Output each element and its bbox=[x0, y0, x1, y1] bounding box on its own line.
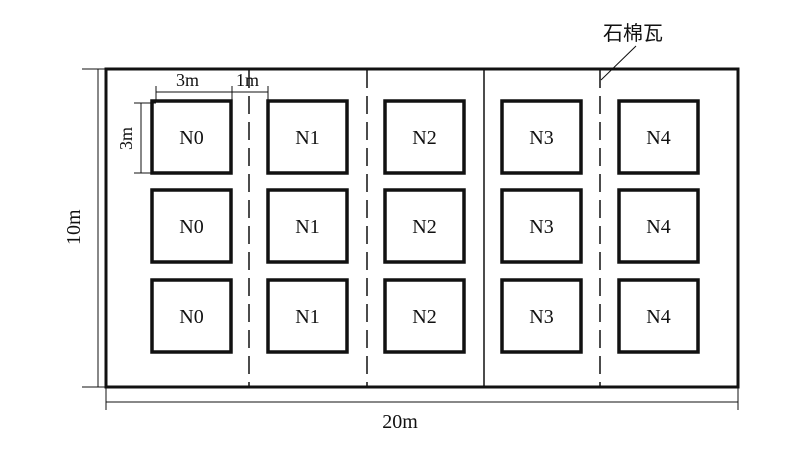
plot-box bbox=[266, 188, 349, 264]
plot-treatment-label: N3 bbox=[529, 216, 553, 238]
plot-box bbox=[617, 278, 700, 354]
plot-treatment-label: N2 bbox=[412, 216, 436, 238]
asbestos-leader-line bbox=[600, 45, 637, 81]
plot-box bbox=[617, 99, 700, 175]
plot-box bbox=[266, 99, 349, 175]
plot-dividers bbox=[248, 70, 601, 386]
plot-box bbox=[150, 278, 233, 354]
plot-treatment-label: N2 bbox=[412, 127, 436, 149]
plot-treatment-label: N2 bbox=[412, 306, 436, 328]
plot-box bbox=[500, 278, 583, 354]
plot-width-label: 3m bbox=[176, 70, 199, 90]
plot-box bbox=[266, 278, 349, 354]
plot-treatment-label: N1 bbox=[295, 216, 319, 238]
plot-box bbox=[617, 188, 700, 264]
plot-treatment-label: N0 bbox=[179, 216, 203, 238]
plot-box bbox=[383, 278, 466, 354]
plot-height-dimension bbox=[134, 102, 156, 174]
plot-treatment-label: N4 bbox=[646, 216, 670, 238]
plot-box bbox=[383, 99, 466, 175]
plot-treatment-label: N1 bbox=[295, 306, 319, 328]
plot-box bbox=[150, 188, 233, 264]
plot-treatment-label: N3 bbox=[529, 306, 553, 328]
plot-treatment-label: N4 bbox=[646, 127, 670, 149]
plot-treatment-label: N4 bbox=[646, 306, 670, 328]
plot-treatment-label: N0 bbox=[179, 127, 203, 149]
plot-treatment-label: N0 bbox=[179, 306, 203, 328]
plot-height-label: 3m bbox=[116, 127, 136, 150]
gap-width-label: 1m bbox=[236, 70, 259, 90]
field-height-label: 10m bbox=[63, 209, 85, 245]
field-width-dimension bbox=[105, 387, 739, 410]
gap-width-dimension bbox=[232, 86, 269, 100]
field-height-dimension bbox=[82, 68, 106, 388]
plot-box bbox=[383, 188, 466, 264]
field-width-label: 20m bbox=[382, 411, 418, 433]
plot-treatment-label: N1 bbox=[295, 127, 319, 149]
plot-box bbox=[150, 99, 233, 175]
plot-box bbox=[500, 99, 583, 175]
field-boundary bbox=[104, 67, 740, 389]
asbestos-tile-label: 石棉瓦 bbox=[603, 22, 663, 45]
plot-box bbox=[500, 188, 583, 264]
plot-width-dimension bbox=[155, 86, 233, 100]
plot-treatment-label: N3 bbox=[529, 127, 553, 149]
